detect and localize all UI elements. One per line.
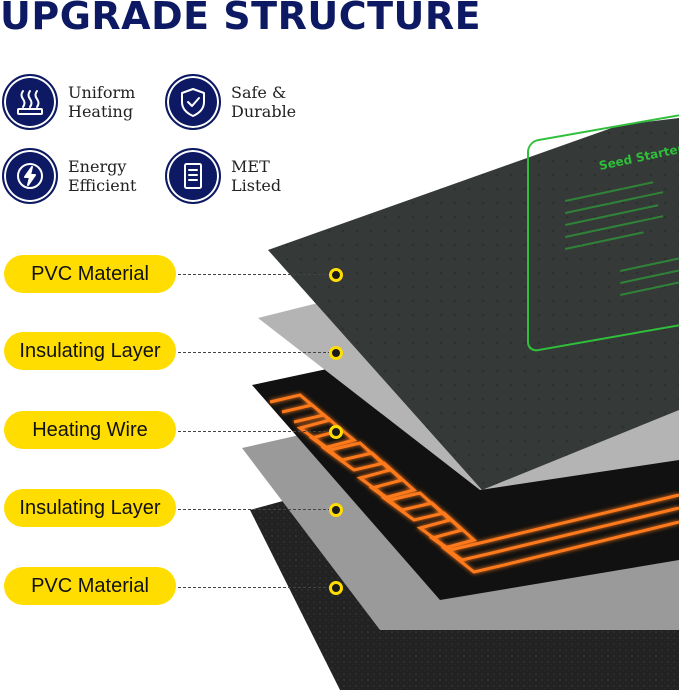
callout-dot xyxy=(329,268,343,282)
feature-safe-durable: Safe &Durable xyxy=(165,74,296,130)
leader-line xyxy=(178,509,331,510)
page-title: UPGRADE STRUCTURE xyxy=(0,0,482,38)
callout-dot xyxy=(329,503,343,517)
feature-label: Safe &Durable xyxy=(231,83,297,121)
callout-dot xyxy=(329,425,343,439)
callout-dot xyxy=(329,581,343,595)
leader-line xyxy=(178,274,331,275)
layer-label-heating-wire: Heating Wire xyxy=(4,411,176,449)
leader-line xyxy=(178,352,331,353)
leader-line xyxy=(178,587,331,588)
leader-line xyxy=(178,431,331,432)
mat-label-frame xyxy=(527,114,679,352)
mat-label-fine-print xyxy=(564,181,679,296)
energy-bolt-icon xyxy=(2,148,58,204)
certificate-list-icon xyxy=(165,148,221,204)
layer-label-insulating-bottom: Insulating Layer xyxy=(4,489,176,527)
layer-label-pvc-top: PVC Material xyxy=(4,255,176,293)
heating-waves-icon xyxy=(2,74,58,130)
layer-label-insulating-top: Insulating Layer xyxy=(4,332,176,370)
shield-check-icon xyxy=(165,74,221,130)
callout-dot xyxy=(329,346,343,360)
layer-label-pvc-bottom: PVC Material xyxy=(4,567,176,605)
